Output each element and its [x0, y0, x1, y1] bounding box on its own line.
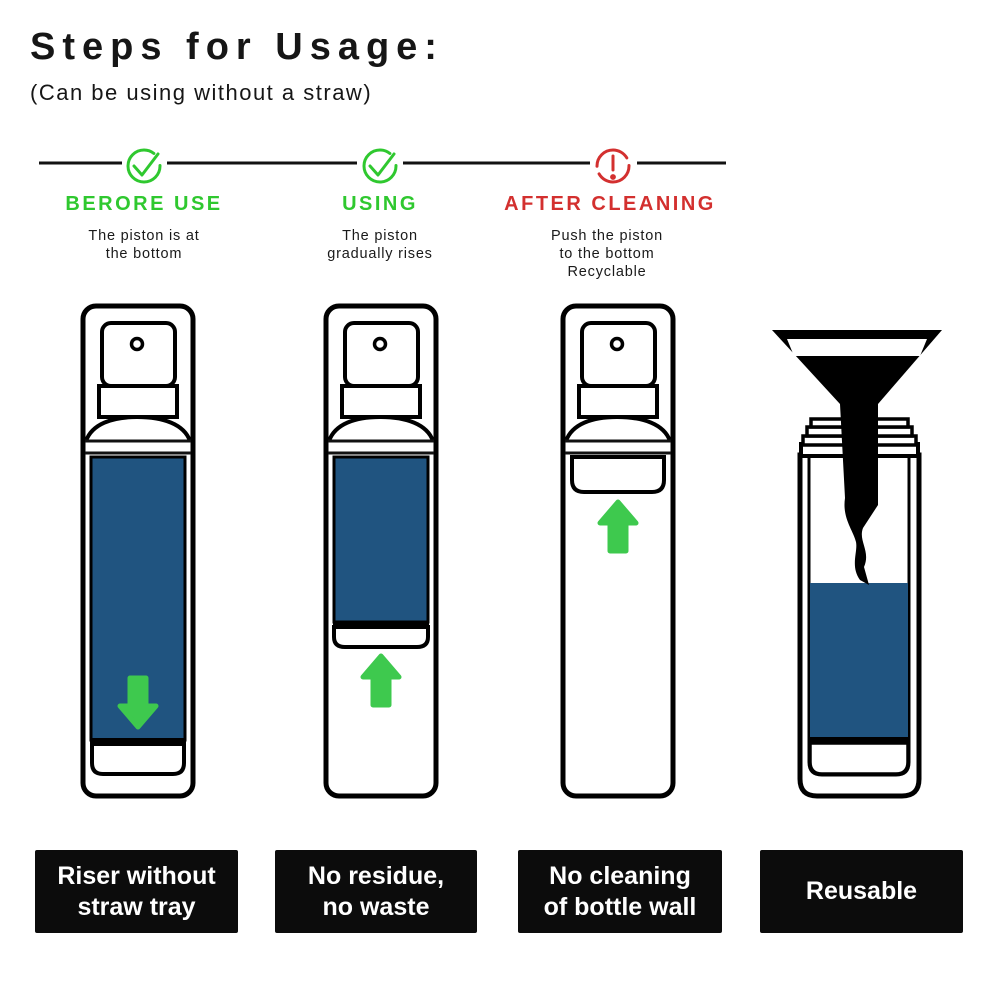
spray-nozzle	[580, 321, 657, 388]
page-title: Steps for Usage:	[30, 26, 444, 68]
step-description: Push the piston to the bottom Recyclable	[551, 228, 663, 280]
bottle-4-illustration	[772, 330, 942, 799]
green-up-arrow-icon	[360, 653, 402, 708]
spray-nozzle	[100, 321, 177, 388]
liquid-fill	[810, 583, 908, 738]
caption-riser-without-straw-tray: Riser without straw tray	[35, 850, 238, 933]
nozzle-collar	[97, 384, 179, 419]
spray-nozzle	[343, 321, 420, 388]
green-down-arrow-icon	[117, 675, 159, 730]
piston	[570, 455, 666, 494]
caption-no-cleaning-of-bottle-wall: No cleaning of bottle wall	[518, 850, 722, 933]
liquid-fill	[332, 455, 430, 624]
bottle-shoulder	[564, 414, 672, 442]
check-circle-icon	[126, 148, 162, 184]
bottle-2-illustration	[323, 303, 439, 799]
exclamation-circle-icon	[595, 148, 631, 184]
step-label-using: USING	[342, 193, 418, 215]
caption-no-residue-no-waste: No residue, no waste	[275, 850, 477, 933]
step-label-after-cleaning: AFTER CLEANING	[504, 193, 716, 215]
step-description: The piston is at the bottom	[88, 228, 200, 262]
step-label-before-use: BERORE USE	[65, 193, 223, 215]
page-subtitle: (Can be using without a straw)	[30, 80, 373, 105]
caption-reusable: Reusable	[760, 850, 963, 933]
piston	[90, 742, 186, 776]
liquid-stream	[840, 404, 878, 585]
funnel-icon	[772, 330, 942, 585]
nozzle-hole	[372, 336, 388, 352]
nozzle-collar	[577, 384, 659, 419]
bottle-shoulder	[327, 414, 435, 442]
nozzle-hole	[609, 336, 625, 352]
green-up-arrow-icon	[597, 499, 639, 554]
nozzle-collar	[340, 384, 422, 419]
bottle-shoulder	[84, 414, 192, 442]
bottle-1-illustration	[80, 303, 196, 799]
piston	[808, 741, 910, 776]
nozzle-hole	[129, 336, 145, 352]
piston	[332, 625, 430, 649]
step-description: The piston gradually rises	[327, 228, 433, 262]
bottle-3-illustration	[560, 303, 676, 799]
check-circle-icon	[362, 148, 398, 184]
